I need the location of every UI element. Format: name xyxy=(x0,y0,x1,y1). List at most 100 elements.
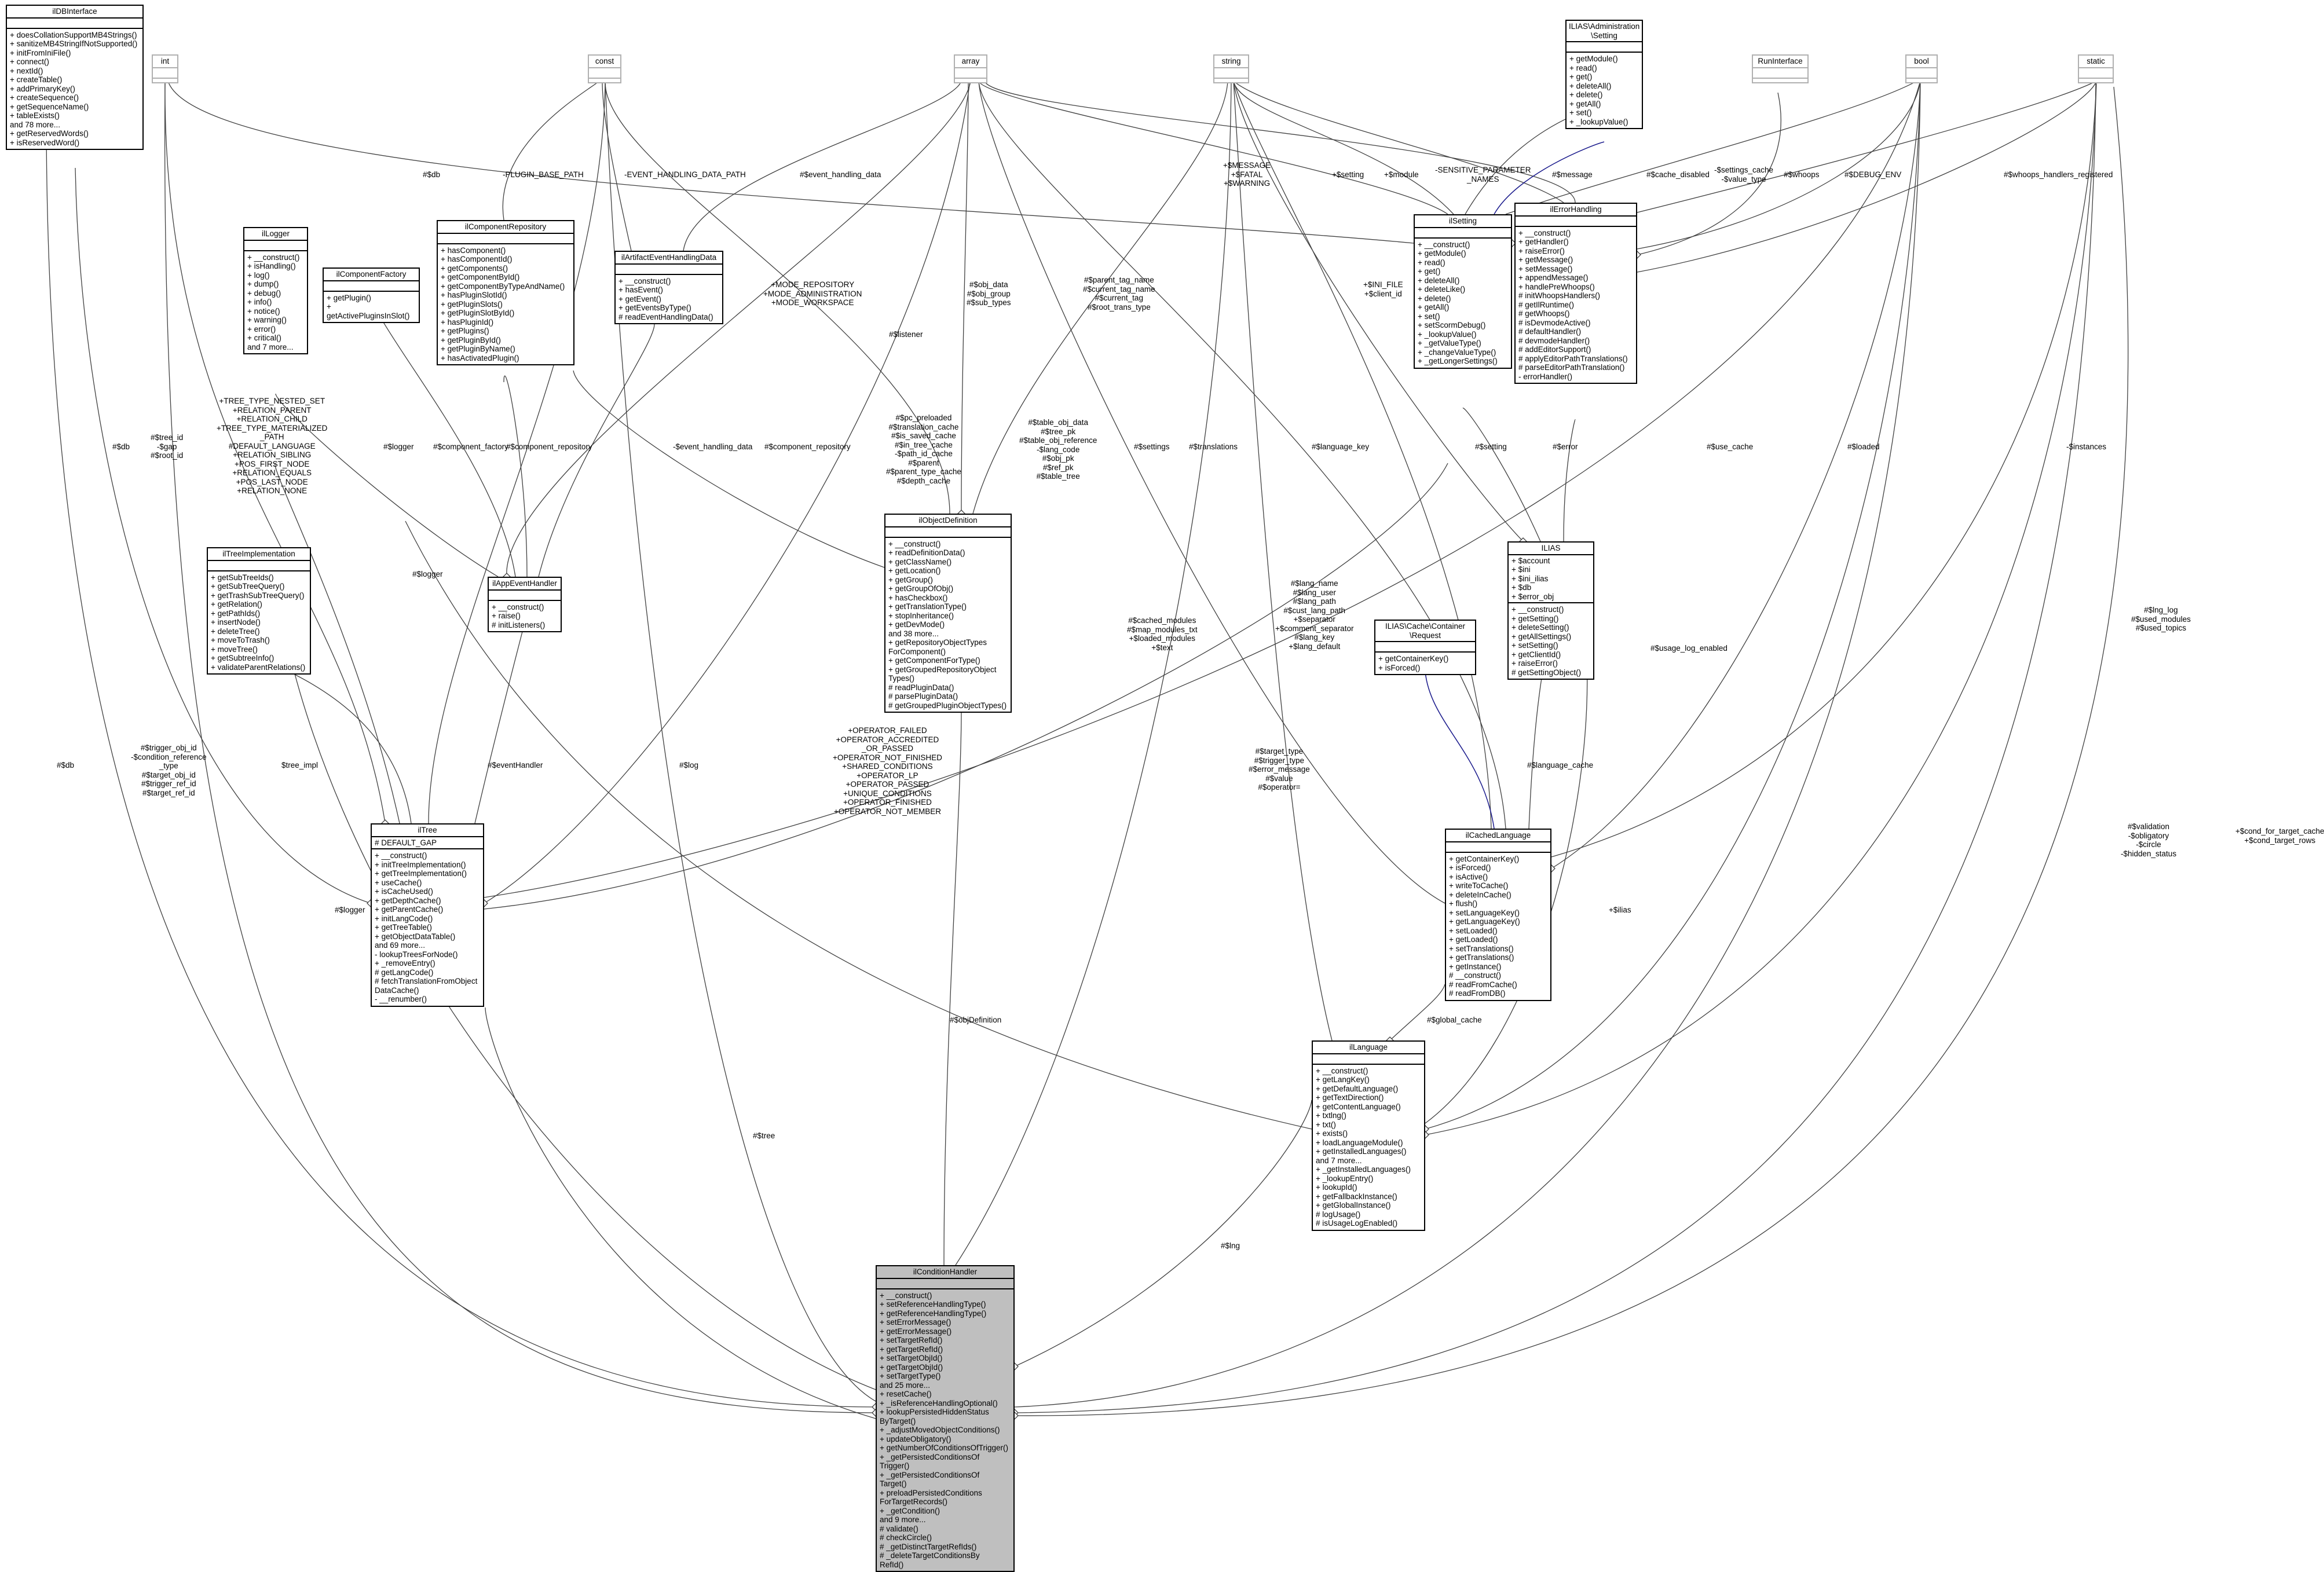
dependency-edge xyxy=(1233,80,1454,215)
class-ilconditionhandler[interactable]: ilConditionHandler + __construct() + set… xyxy=(876,1265,1015,1572)
class-methods xyxy=(589,79,620,82)
edge-label: #$listener xyxy=(889,330,923,339)
class-runinterface[interactable]: RunInterface xyxy=(1752,54,1809,83)
class-title: int xyxy=(153,56,177,68)
dependency-edge xyxy=(1389,984,1445,1041)
dependency-edge xyxy=(605,80,950,514)
edge-label: #$message xyxy=(1552,170,1593,179)
edge-label: #$component_factory xyxy=(433,442,508,451)
edge-label: #$logger xyxy=(383,442,414,451)
dependency-edge xyxy=(978,80,1445,904)
class-attributes xyxy=(1214,68,1248,79)
dependency-edge xyxy=(538,324,655,577)
class-array[interactable]: array xyxy=(954,54,987,83)
edge-label: +$INI_FILE +$client_id xyxy=(1363,280,1403,298)
dependency-edge xyxy=(573,370,885,568)
class-attributes xyxy=(489,591,561,601)
edge-label: #$use_cache xyxy=(1707,442,1754,451)
dependency-edge xyxy=(1637,92,1781,255)
edge-label: -PLUGIN_BASE_PATH xyxy=(503,170,584,179)
class-illanguage[interactable]: ilLanguage + __construct() + getLangKey(… xyxy=(1312,1040,1425,1231)
class-attributes xyxy=(616,265,722,275)
class-methods: + __construct() + getLangKey() + getDefa… xyxy=(1316,1066,1411,1228)
class-title: ILIAS\Cache\Container \Request xyxy=(1375,621,1475,642)
class-static[interactable]: static xyxy=(2078,54,2114,83)
class-ilcomponentrepository[interactable]: ilComponentRepository + hasComponent() +… xyxy=(437,220,574,365)
edge-label: #$eventHandler xyxy=(488,761,543,769)
dependency-edge xyxy=(1551,80,1921,869)
dependency-edge xyxy=(605,80,876,1402)
class-attributes xyxy=(244,241,307,251)
class-ilerrorhandling[interactable]: ilErrorHandling + __construct() + getHan… xyxy=(1514,203,1637,384)
dependency-edge xyxy=(1462,408,1541,542)
class-title: ILIAS xyxy=(1509,543,1593,555)
class-title: ilConditionHandler xyxy=(877,1266,1013,1279)
class-const[interactable]: const xyxy=(588,54,621,83)
edge-label: #$settings xyxy=(1134,442,1170,451)
edge-label: +$module xyxy=(1384,170,1419,179)
class-title: static xyxy=(2079,56,2113,68)
dependency-edge xyxy=(484,463,1448,910)
class-int[interactable]: int xyxy=(152,54,178,83)
edge-label: #$parent_tag_name #$current_tag_name #$c… xyxy=(1083,276,1155,312)
class-attributes xyxy=(885,527,1011,538)
class-ilias[interactable]: ILIAS + $account + $ini + $ini_ilias + $… xyxy=(1507,541,1594,680)
class-title: string xyxy=(1214,56,1248,68)
edge-label: #$validation -$obligatory -$circle -$hid… xyxy=(2121,822,2177,858)
class-methods: + __construct() + getHandler() + raiseEr… xyxy=(1518,228,1628,381)
edge-label: #$db xyxy=(57,761,75,769)
edge-label: #$cached_modules #$map_modules_txt +$loa… xyxy=(1127,616,1198,652)
dependency-edge xyxy=(474,622,525,824)
dependency-edge xyxy=(978,80,1506,829)
class-string[interactable]: string xyxy=(1213,54,1249,83)
class-title: RunInterface xyxy=(1753,56,1807,68)
edge-label: -$event_handling_data xyxy=(673,442,753,451)
class-ilcachedlanguage[interactable]: ilCachedLanguage + getContainerKey() + i… xyxy=(1445,829,1551,1001)
class-illogger[interactable]: ilLogger + __construct() + isHandling() … xyxy=(243,227,308,354)
class-ilobjectdefinition[interactable]: ilObjectDefinition + __construct() + rea… xyxy=(884,514,1012,713)
class-methods: + __construct() + raise() # initListener… xyxy=(492,602,546,629)
class-bool[interactable]: bool xyxy=(1905,54,1938,83)
class-methods xyxy=(1214,79,1248,82)
dependency-edge xyxy=(683,80,962,251)
dependency-edge xyxy=(1637,80,2097,273)
class-attributes xyxy=(153,68,177,79)
edge-label: -EVENT_HANDLING_DATA_PATH xyxy=(624,170,746,179)
class-ilsetting[interactable]: ilSetting + __construct() + getModule() … xyxy=(1414,214,1512,369)
edge-label: #$DEBUG_ENV xyxy=(1844,170,1902,179)
class-methods xyxy=(153,79,177,82)
class-ilias-cache-container-request[interactable]: ILIAS\Cache\Container \Request + getCont… xyxy=(1374,620,1476,675)
dependency-edge xyxy=(1637,80,1921,250)
edge-label: #$component_repository xyxy=(506,442,592,451)
edge-label: -SENSITIVE_PARAMETER _NAMES xyxy=(1435,166,1531,184)
edge-label: +OPERATOR_FAILED +OPERATOR_ACCREDITED _O… xyxy=(833,726,942,816)
class-methods: + getPlugin() + getActivePluginsInSlot() xyxy=(327,293,410,320)
class-methods xyxy=(2079,79,2113,82)
edge-label: #$loaded xyxy=(1847,442,1880,451)
edge-label: #$lang_name #$lang_user #$lang_path #$cu… xyxy=(1275,579,1354,651)
edge-label: #$lng xyxy=(1221,1241,1240,1250)
class-attributes xyxy=(2079,68,2113,79)
class-ilartifacteventhandlingdata[interactable]: ilArtifactEventHandlingData + __construc… xyxy=(614,251,723,324)
edge-label: #$language_key xyxy=(1312,442,1370,451)
class-title: const xyxy=(589,56,620,68)
dependency-edge xyxy=(1233,80,1564,203)
edge-label: #$db xyxy=(423,170,441,179)
class-title: ilComponentRepository xyxy=(438,221,573,234)
class-ilappeventhandler[interactable]: ilAppEventHandler + __construct() + rais… xyxy=(488,577,562,632)
edge-label: #$obj_data #$obj_group #$sub_types xyxy=(967,280,1011,307)
class-methods: + __construct() + getModule() + read() +… xyxy=(1418,240,1498,366)
class-attributes xyxy=(324,281,419,292)
class-title: ilErrorHandling xyxy=(1516,204,1636,217)
edge-label: +$cond_for_target_cache +$cond_target_ro… xyxy=(2235,827,2324,845)
class-ilcomponentfactory[interactable]: ilComponentFactory + getPlugin() + getAc… xyxy=(323,268,420,323)
dependency-edge xyxy=(275,393,499,577)
dependency-edge xyxy=(164,80,386,824)
edge-label: #$global_cache xyxy=(1427,1016,1482,1024)
class-title: ilLogger xyxy=(244,228,307,241)
class-ilias-administration-setting[interactable]: ILIAS\Administration \Setting + getModul… xyxy=(1565,20,1643,129)
class-iltreeimplementation[interactable]: ilTreeImplementation + getSubTreeIds() +… xyxy=(207,547,311,675)
class-iltree[interactable]: ilTree # DEFAULT_GAP + __construct() + i… xyxy=(371,823,484,1007)
class-ildbinterface[interactable]: ilDBInterface + doesCollationSupportMB4S… xyxy=(6,5,144,150)
edge-label: -$settings_cache -$value_type xyxy=(1714,166,1774,184)
